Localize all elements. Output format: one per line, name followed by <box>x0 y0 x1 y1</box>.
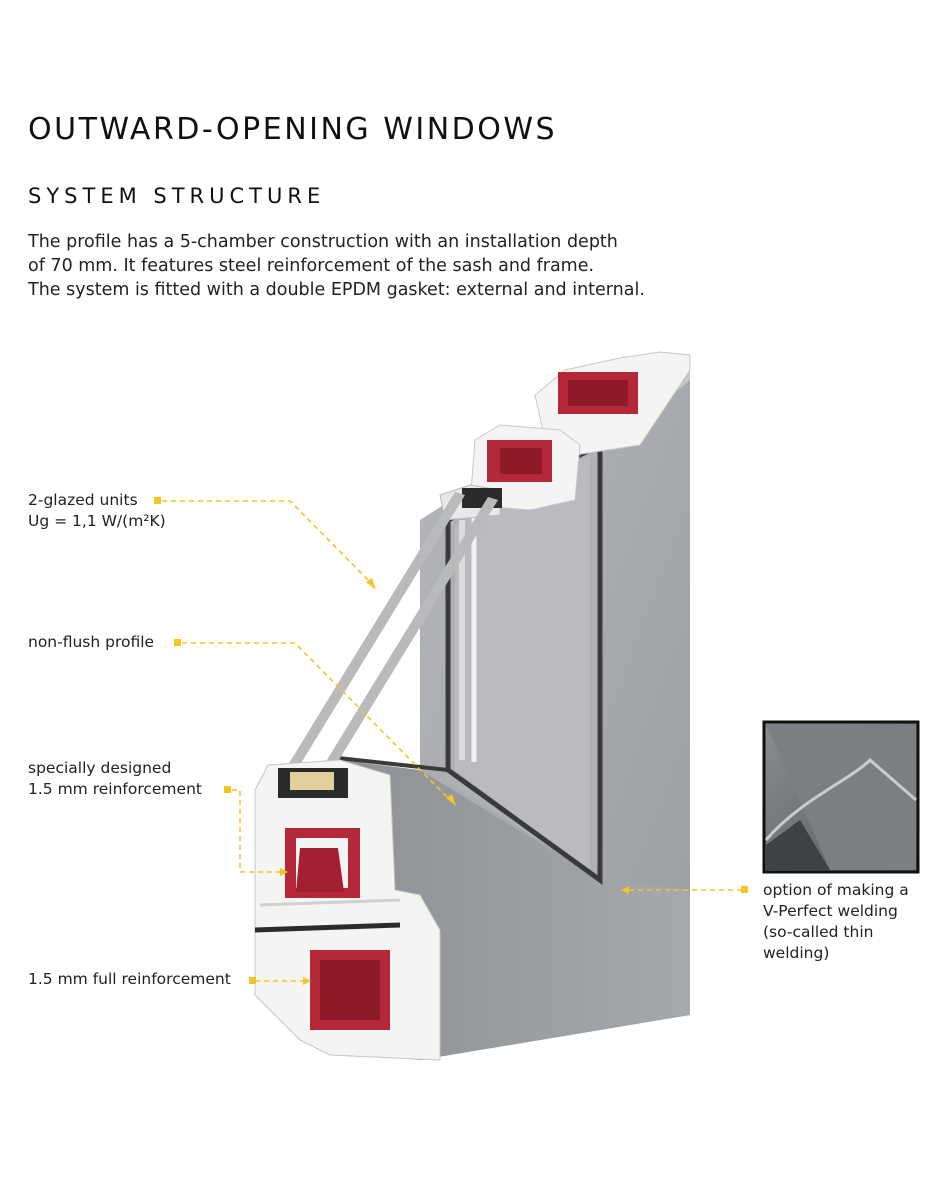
frame-arrowhead <box>303 977 311 985</box>
sash-arrowhead <box>280 868 288 876</box>
frame-reinforcement-callout: 1.5 mm full reinforcement <box>28 969 231 990</box>
description-line-2: of 70 mm. It features steel reinforcemen… <box>28 256 595 276</box>
profile-callout-line-1: non-flush profile <box>28 633 155 651</box>
glazing-callout: 2-glazed units Ug = 1,1 W/(m²K) <box>28 490 166 532</box>
frame-reinforcement-callout-line-1: 1.5 mm full reinforcement <box>28 970 231 988</box>
profile-callout: non-flush profile <box>28 632 154 653</box>
welding-arrowhead <box>621 886 629 894</box>
description: The profile has a 5-chamber construction… <box>28 230 728 302</box>
welding-callout-line-3: (so-called thin <box>763 923 874 941</box>
sash-reinforcement-callout-line <box>232 789 282 873</box>
callout-markers <box>154 497 748 985</box>
sash-reinforcement-callout-line-1: specially designed <box>28 759 172 777</box>
welding-callout-line-1: option of making a <box>763 881 909 899</box>
profile-arrowhead <box>446 794 456 806</box>
section-subtitle: SYSTEM STRUCTURE <box>28 184 326 208</box>
description-line-1: The profile has a 5-chamber construction… <box>28 232 618 252</box>
welding-callout: option of making a V-Perfect welding (so… <box>763 880 909 964</box>
glass-panes <box>288 492 498 768</box>
glazing-marker <box>154 497 161 504</box>
page-title: OUTWARD-OPENING WINDOWS <box>28 112 558 147</box>
sash-reinforcement-callout-line-2: 1.5 mm reinforcement <box>28 780 202 798</box>
profile-callout-line <box>182 642 453 803</box>
callout-lines <box>162 500 742 982</box>
bottom-profile-section <box>254 759 441 1061</box>
frame-reinforcement-marker <box>249 977 256 984</box>
description-line-3: The system is fitted with a double EPDM … <box>28 280 645 300</box>
glazing-callout-line-2: Ug = 1,1 W/(m²K) <box>28 512 166 530</box>
glazing-callout-line <box>162 500 374 586</box>
welding-marker <box>741 886 748 893</box>
glazing-arrowhead <box>366 578 376 590</box>
welding-callout-line-2: V-Perfect welding <box>763 902 898 920</box>
profile-marker <box>174 639 181 646</box>
welding-callout-line-4: welding) <box>763 944 830 962</box>
sash-reinforcement-marker <box>224 786 231 793</box>
sash-reinforcement-callout: specially designed 1.5 mm reinforcement <box>28 758 202 800</box>
welding-detail-inset <box>762 720 920 874</box>
glazing-callout-line-1: 2-glazed units <box>28 491 138 509</box>
